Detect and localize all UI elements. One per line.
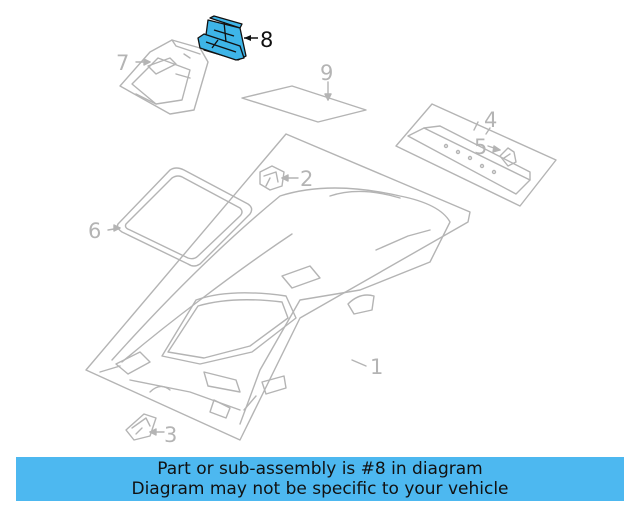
roof-rail-trim-part-4[interactable]	[395, 103, 557, 207]
callout-7: 7	[116, 51, 129, 75]
pad-part-9[interactable]	[241, 81, 367, 123]
callout-4: 4	[484, 108, 497, 132]
headliner-part-1[interactable]	[85, 133, 471, 441]
callout-5: 5	[474, 135, 487, 159]
sunroof-seal-part-6[interactable]	[107, 167, 253, 267]
parts-diagram: 1 2 3 4 5 6 7 8 9	[85, 15, 557, 447]
callout-9: 9	[320, 61, 333, 85]
callout-2: 2	[300, 167, 313, 191]
info-banner: Part or sub-assembly is #8 in diagram Di…	[16, 457, 624, 501]
callout-3: 3	[164, 423, 177, 447]
bracket-part-3[interactable]	[125, 413, 165, 441]
clip-part-2[interactable]	[259, 165, 299, 191]
callout-1: 1	[370, 355, 383, 379]
retainer-part-5[interactable]	[487, 145, 517, 167]
banner-line-disclaimer: Diagram may not be specific to your vehi…	[131, 479, 509, 499]
banner-line-part-number: Part or sub-assembly is #8 in diagram	[157, 459, 483, 479]
callout-6: 6	[88, 219, 101, 243]
overhead-console-part-7[interactable]	[119, 39, 209, 115]
highlighted-part-8[interactable]	[197, 15, 247, 61]
callout-8: 8	[260, 28, 273, 52]
